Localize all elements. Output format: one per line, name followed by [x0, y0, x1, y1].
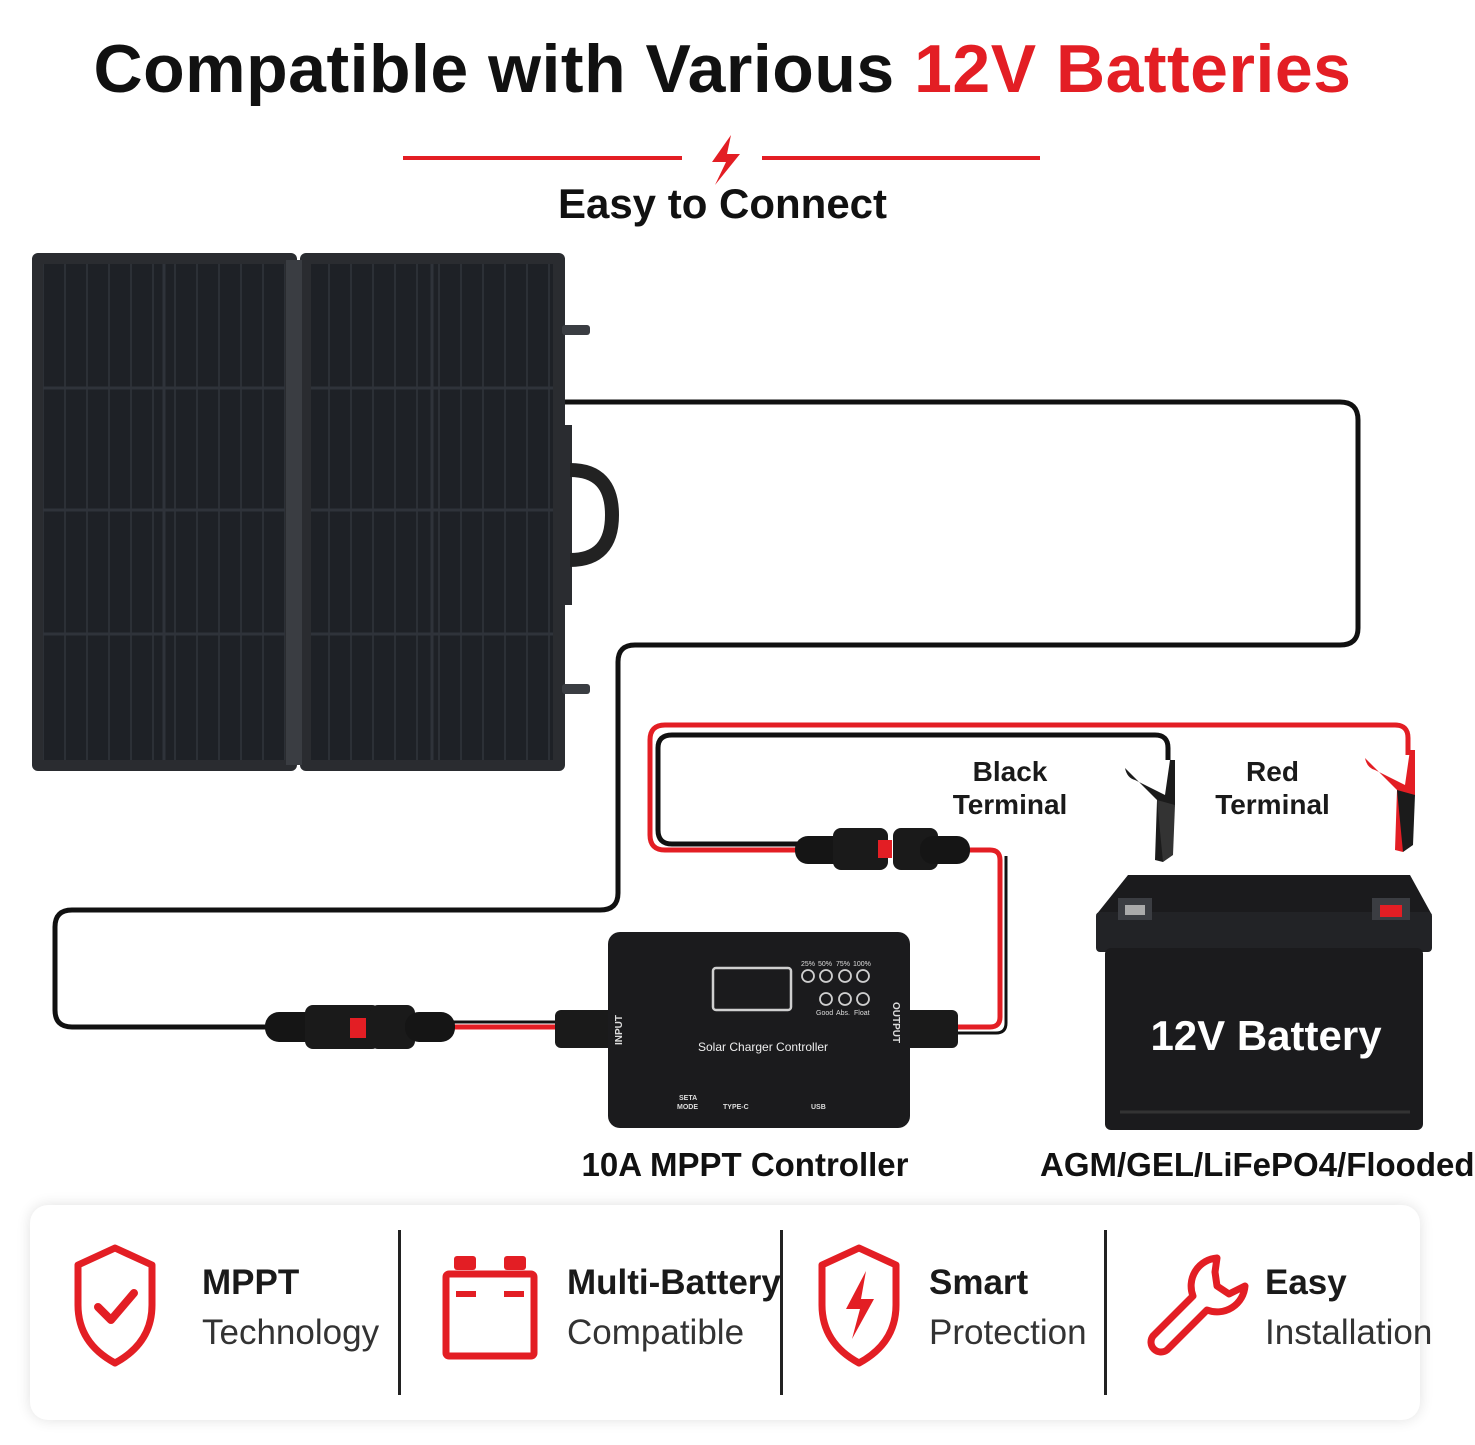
black-terminal-label: Black Terminal: [940, 755, 1080, 821]
black-terminal-label-line2: Terminal: [952, 789, 1068, 820]
mc4-connector-top: [795, 828, 970, 870]
red-terminal-label-line2: Terminal: [1215, 789, 1330, 820]
bolt-icon: [712, 135, 740, 185]
feature-smart-protection: Smart Protection: [784, 1205, 1104, 1420]
page-title: Compatible with Various 12V Batteries: [0, 30, 1445, 108]
soc-label-100: 100%: [853, 961, 871, 968]
soc-label-50: 50%: [818, 961, 832, 968]
feature-easy-installation: Easy Installation: [1108, 1205, 1432, 1420]
panel-cable: [52, 399, 1361, 1030]
battery-label: 12V Battery: [1150, 1012, 1382, 1059]
mppt-controller: 25% 50% 75% 100% Good Abs. Float Solar C…: [555, 932, 958, 1128]
state-label-float: Float: [854, 1010, 870, 1017]
red-terminal-label-line1: Red: [1246, 756, 1299, 787]
feature-smart-protection-subtitle: Protection: [929, 1313, 1087, 1352]
soc-label-75: 75%: [836, 961, 850, 968]
controller-title: Solar Charger Controller: [698, 1040, 828, 1054]
shield-bolt-icon: [818, 1244, 900, 1367]
feature-divider: [398, 1230, 401, 1395]
output-label: OUTPUT: [890, 1002, 901, 1043]
port-usb-label: USB: [811, 1104, 826, 1111]
red-clamp-wire: [647, 722, 1411, 853]
wiring-diagram: 25% 50% 75% 100% Good Abs. Float Solar C…: [32, 253, 1432, 1130]
wrench-icon: [1147, 1254, 1249, 1356]
feature-mppt: MPPT Technology: [30, 1205, 400, 1420]
soc-label-25: 25%: [801, 961, 815, 968]
feature-mppt-title: MPPT: [202, 1263, 300, 1302]
title-red-part: 12V Batteries: [914, 31, 1352, 107]
controller-caption: 10A MPPT Controller: [581, 1146, 909, 1183]
state-label-good: Good: [816, 1010, 833, 1017]
feature-bar: MPPT Technology Multi-Battery Compatible…: [30, 1205, 1432, 1420]
solar-panel: [32, 253, 620, 771]
subtitle-ornament: [403, 135, 1040, 185]
title-black-part: Compatible with Various: [93, 31, 895, 107]
feature-smart-protection-title: Smart: [929, 1263, 1029, 1302]
black-terminal-label-line1: Black: [972, 756, 1048, 787]
black-clamp: [1125, 760, 1175, 862]
feature-multi-battery-subtitle: Compatible: [567, 1313, 745, 1352]
feature-easy-installation-title: Easy: [1265, 1263, 1347, 1302]
feature-multi-battery-title: Multi-Battery: [567, 1263, 781, 1302]
port-mode-label: MODE: [677, 1104, 698, 1111]
input-label: INPUT: [614, 1015, 625, 1045]
feature-divider: [1104, 1230, 1107, 1395]
battery: 12V Battery: [1096, 875, 1432, 1130]
feature-easy-installation-subtitle: Installation: [1265, 1313, 1433, 1352]
red-clamp: [1365, 750, 1415, 852]
subtitle: Easy to Connect: [557, 180, 888, 227]
shield-check-icon: [74, 1244, 156, 1367]
battery-caption: AGM/GEL/LiFePO4/Flooded: [1040, 1146, 1475, 1183]
lcd-display: [711, 966, 793, 1012]
mc4-connector-left: [265, 1005, 455, 1049]
feature-multi-battery: Multi-Battery Compatible: [402, 1205, 781, 1420]
battery-icon: [442, 1256, 538, 1360]
port-seta-label: SETA: [679, 1095, 697, 1102]
feature-mppt-subtitle: Technology: [202, 1313, 380, 1352]
state-label-abs: Abs.: [836, 1010, 850, 1017]
black-clamp-wire: [655, 732, 1171, 847]
red-terminal-label: Red Terminal: [1200, 755, 1345, 821]
port-typec-label: TYPE-C: [723, 1104, 749, 1111]
feature-divider: [780, 1230, 783, 1395]
